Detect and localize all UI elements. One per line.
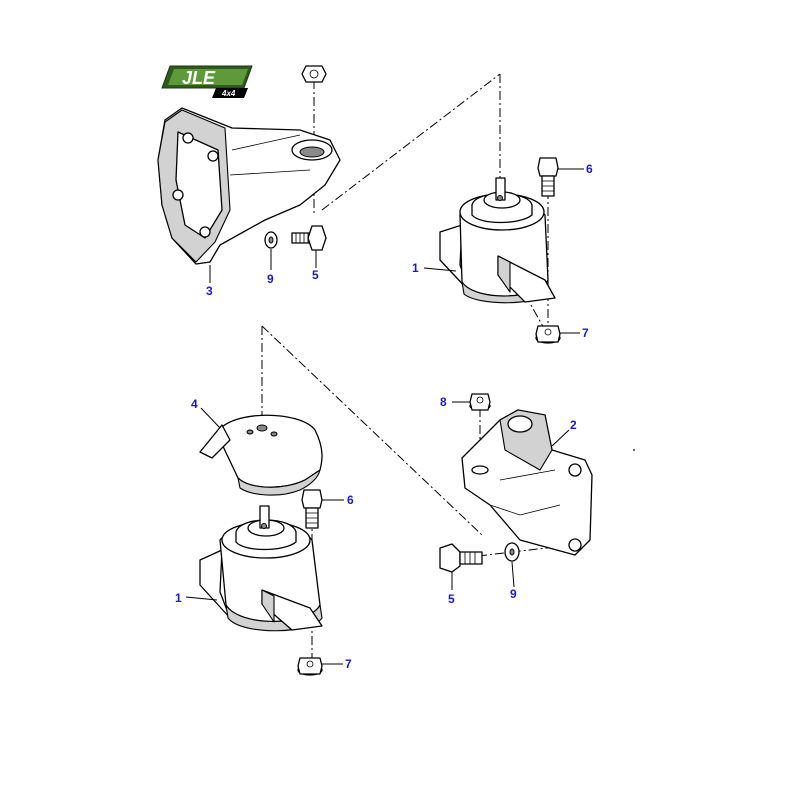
callout-1-upper: 1 <box>412 261 419 275</box>
stray-dot <box>633 449 635 451</box>
flange-nut-bracket <box>469 393 491 411</box>
engine-mount-bracket-upper <box>157 107 341 265</box>
callout-1-lower: 1 <box>175 591 182 605</box>
callout-6-upper: 6 <box>586 162 593 176</box>
flange-nut-lower-left <box>297 657 323 676</box>
callout-7-lower: 7 <box>345 657 352 671</box>
washer-lower <box>504 542 520 562</box>
callout-4: 4 <box>191 397 198 411</box>
callout-leaders <box>185 168 584 665</box>
bolt-lower-horizontal <box>439 543 483 573</box>
callout-labels: 1 1 2 3 4 5 5 6 6 7 7 8 9 9 <box>175 162 593 671</box>
callout-6-lower: 6 <box>347 493 354 507</box>
engine-mount-bracket-lower <box>461 409 593 556</box>
washer-upper <box>264 231 278 249</box>
callout-3: 3 <box>206 284 213 298</box>
brand-logo: JLE 4x4 <box>161 65 253 98</box>
logo-brand-text: JLE <box>182 68 216 88</box>
engine-mount-upper-right <box>439 177 556 304</box>
callout-8: 8 <box>440 395 447 409</box>
bolt-upper-horizontal <box>291 225 327 251</box>
flange-nut-upper-right <box>535 325 561 344</box>
flange-nut-upper <box>301 65 327 83</box>
callout-9-upper: 9 <box>267 272 274 286</box>
callout-2: 2 <box>570 418 577 432</box>
engine-mount-lower-left <box>199 505 323 632</box>
callout-9-lower: 9 <box>510 587 517 601</box>
callout-5-lower: 5 <box>448 592 455 606</box>
hex-bolt-upper <box>537 157 559 197</box>
logo-sub-text: 4x4 <box>221 89 236 98</box>
heat-shield <box>199 414 323 496</box>
hex-bolt-lower <box>301 489 323 529</box>
callout-5-upper: 5 <box>312 268 319 282</box>
callout-7-upper: 7 <box>582 326 589 340</box>
